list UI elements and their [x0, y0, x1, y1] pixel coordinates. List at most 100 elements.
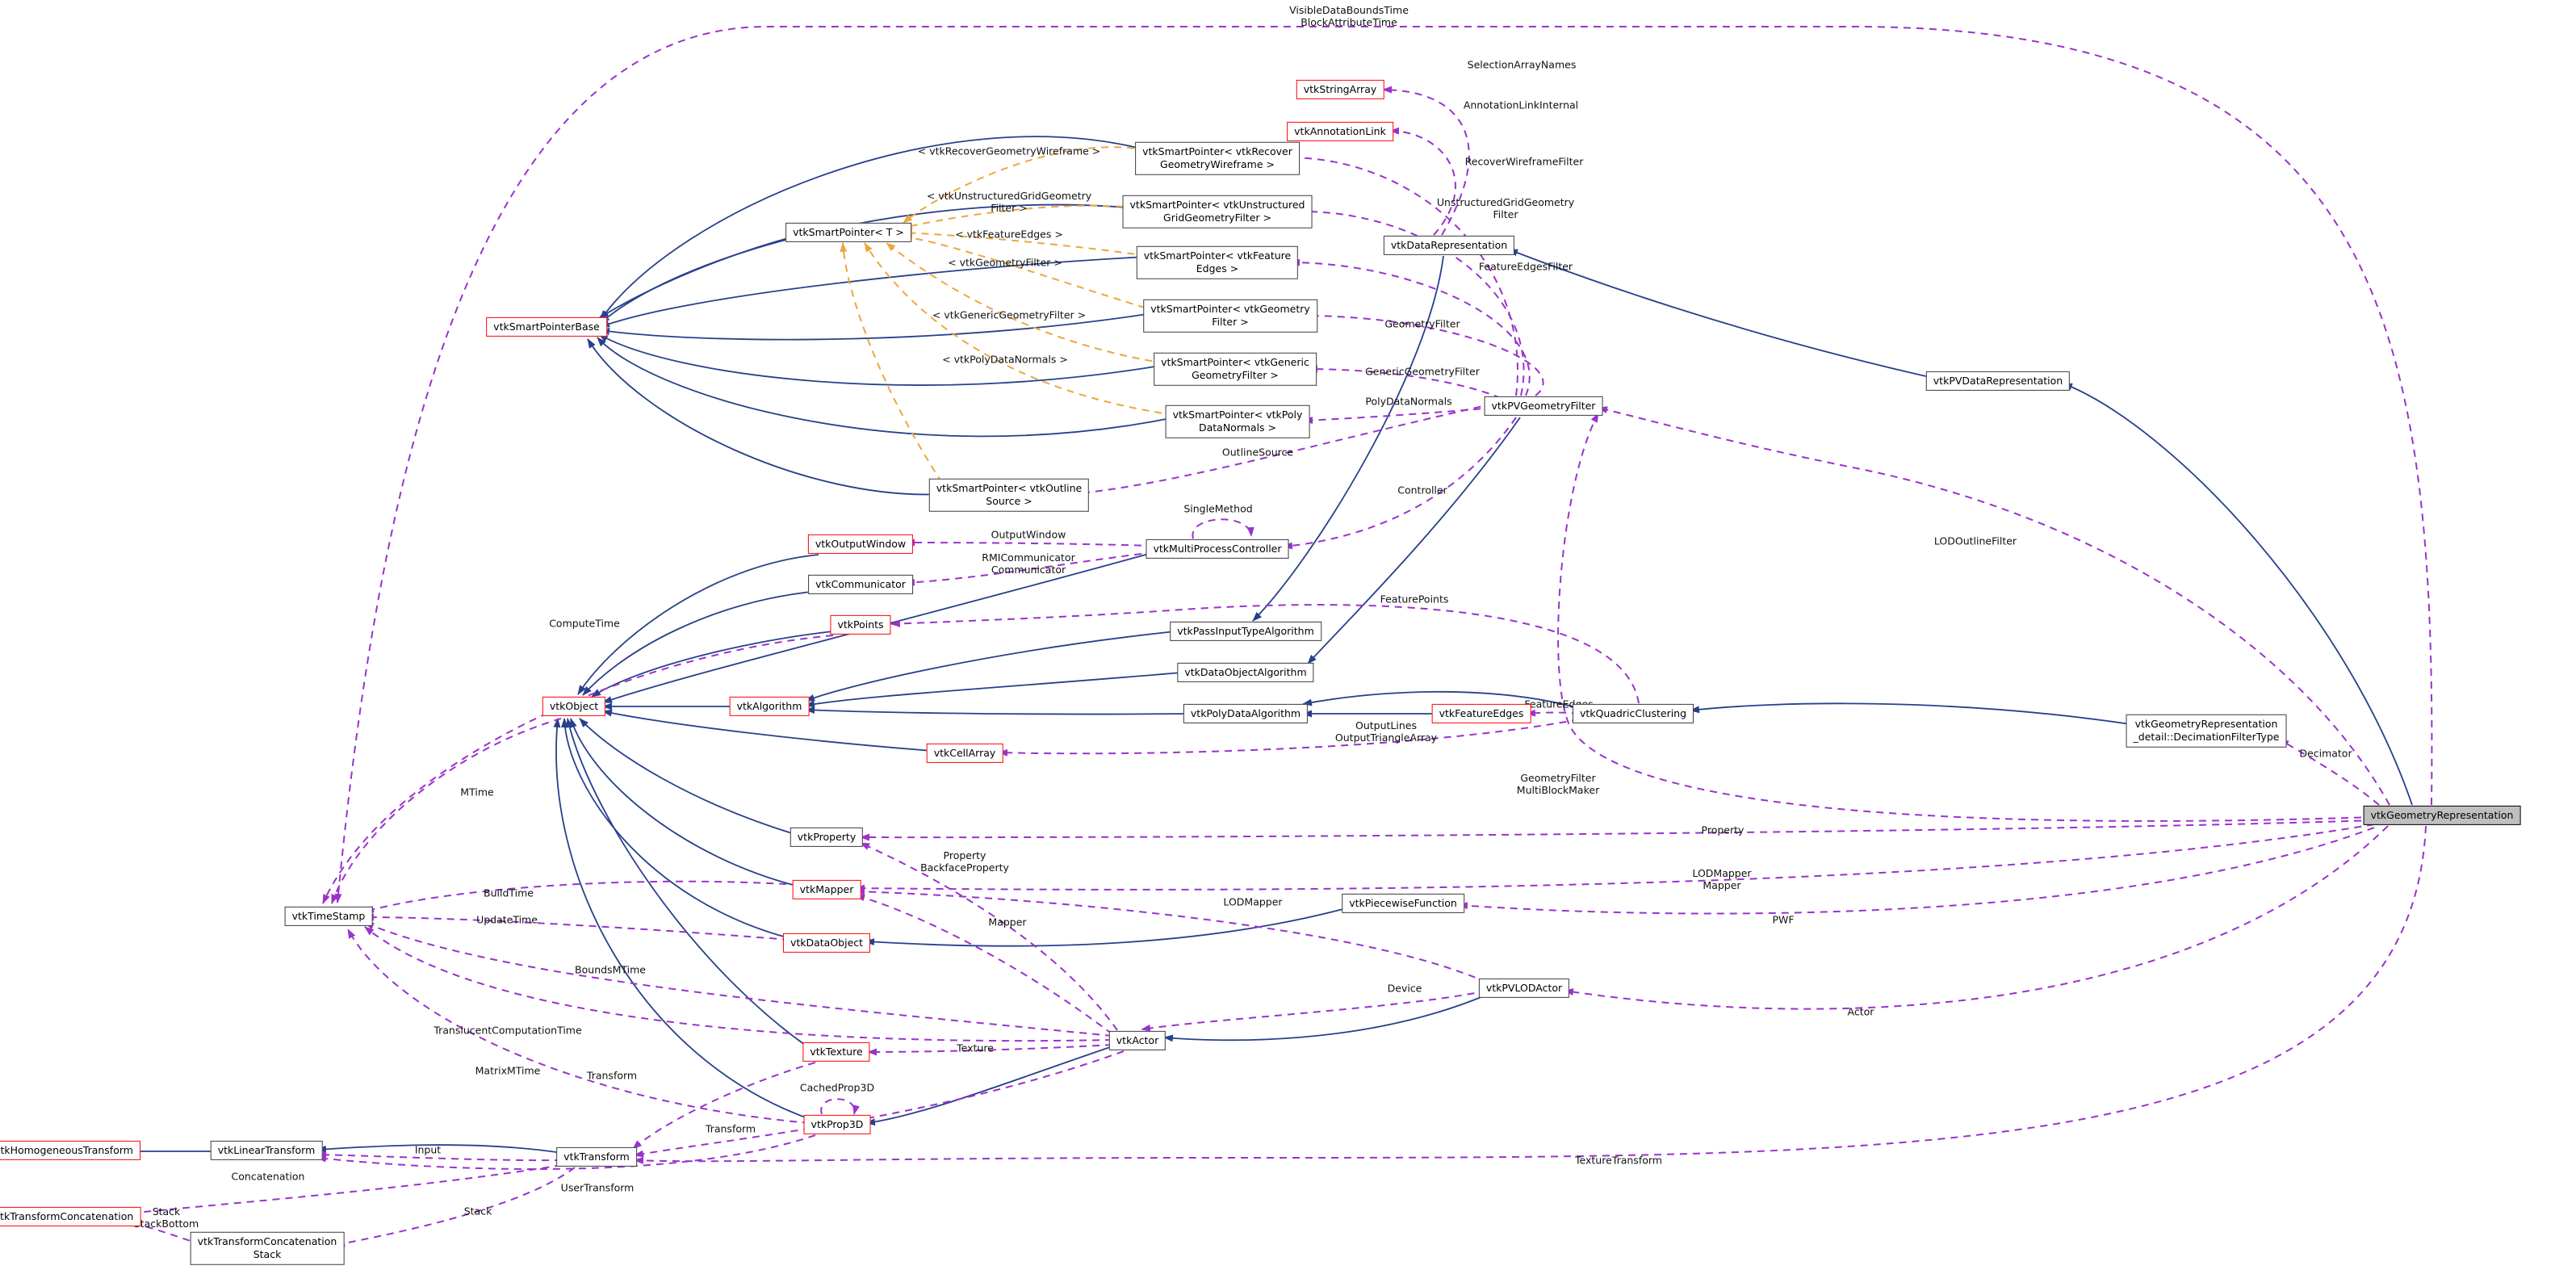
edge-label-transform-2: Transform: [705, 1122, 756, 1135]
class-node-pv-data-representation[interactable]: vtkPVDataRepresentation: [1925, 371, 2071, 392]
class-node-data-object-algorithm[interactable]: vtkDataObjectAlgorithm: [1177, 662, 1314, 683]
class-node-annotation-link[interactable]: vtkAnnotationLink: [1287, 121, 1393, 142]
class-node-transform-concatenation-stack[interactable]: vtkTransformConcatenation Stack: [190, 1231, 345, 1265]
class-node-sp-polydata-normals[interactable]: vtkSmartPointer< vtkPoly DataNormals >: [1165, 404, 1310, 438]
edge-geometry-representation-to-pv-data-representation: [2063, 383, 2413, 806]
class-node-property[interactable]: vtkProperty: [790, 827, 864, 848]
class-node-cell-array[interactable]: vtkCellArray: [926, 743, 1003, 764]
edge-pv-geometry-filter-to-sp-recover: [1290, 153, 1518, 396]
class-node-pv-lod-actor[interactable]: vtkPVLODActor: [1478, 978, 1570, 999]
class-node-output-window[interactable]: vtkOutputWindow: [807, 534, 914, 555]
edge-label-property-right: Property: [1701, 824, 1745, 836]
edge-texture-to-object: [566, 718, 809, 1048]
class-node-pv-geometry-filter[interactable]: vtkPVGeometryFilter: [1484, 396, 1603, 417]
class-node-homogeneous-transform[interactable]: vtkHomogeneousTransform: [0, 1140, 140, 1161]
edge-pv-geometry-filter-to-sp-outline: [1079, 403, 1494, 497]
edge-label-build-time: BuildTime: [484, 886, 534, 899]
edge-pv-lod-actor-to-mapper-lod: [855, 887, 1488, 983]
edge-geometry-representation-to-piecewise-function: [1458, 827, 2375, 915]
edge-label-stack-stack-bottom: Stack StackBottom: [133, 1205, 199, 1230]
edge-label-visible-data-bounds-time: VisibleDataBoundsTime BlockAttributeTime: [1289, 4, 1409, 28]
edge-sp-generic-to-base: [598, 333, 1166, 386]
edge-pv-lod-actor-to-actor-device: [1141, 990, 1488, 1032]
class-node-piecewise-function[interactable]: vtkPiecewiseFunction: [1342, 893, 1464, 914]
edge-sp-unstructured-template: [903, 204, 1137, 230]
class-node-pass-input-type-algorithm[interactable]: vtkPassInputTypeAlgorithm: [1170, 621, 1322, 642]
edge-label-output-window-label: OutputWindow: [991, 528, 1066, 541]
edge-pv-geometry-filter-to-data-object-algorithm: [1307, 417, 1521, 664]
class-node-sp-t[interactable]: vtkSmartPointer< T >: [785, 222, 911, 243]
edge-prop3d-to-linear-transform-user: [316, 1134, 816, 1170]
edge-decimation-to-quadric-clustering: [1690, 702, 2137, 726]
edge-label-actor-label: Actor: [1847, 1005, 1874, 1018]
class-node-prop3d[interactable]: vtkProp3D: [803, 1114, 871, 1135]
edge-label-geometry-filter-multiblock: GeometryFilter MultiBlockMaker: [1516, 772, 1600, 796]
edge-label-concatenation: Concatenation: [231, 1170, 305, 1183]
edge-label-mapper-label: Mapper: [988, 916, 1027, 928]
edge-label-geometry-filter: GeometryFilter: [1384, 317, 1460, 330]
edge-sp-outline-to-base: [587, 338, 943, 496]
class-node-time-stamp[interactable]: vtkTimeStamp: [284, 906, 373, 927]
edge-transform-to-linear-transform-input: [316, 1151, 563, 1162]
edge-geometry-representation-to-time-stamp: [334, 26, 2433, 903]
edge-label-texture-label: Texture: [957, 1042, 994, 1054]
edge-data-object-to-object: [561, 718, 790, 939]
edge-multi-process-controller-to-object: [602, 551, 1155, 703]
edge-quadric-clustering-to-polydata-algorithm: [1302, 690, 1580, 709]
edge-actor-to-prop3d: [865, 1046, 1113, 1126]
class-node-actor[interactable]: vtkActor: [1108, 1030, 1167, 1051]
edge-label-recover-wireframe-filter: RecoverWireframeFilter: [1464, 155, 1584, 168]
edge-label-device: Device: [1387, 982, 1422, 995]
class-node-smart-pointer-base[interactable]: vtkSmartPointerBase: [486, 316, 607, 337]
edge-polydata-algorithm-to-algorithm: [805, 706, 1192, 715]
edge-quadric-clustering-to-feature-edges: [1526, 709, 1580, 717]
class-node-sp-geometry-filter[interactable]: vtkSmartPointer< vtkGeometry Filter >: [1143, 299, 1317, 333]
edge-label-property-backface: Property BackfaceProperty: [920, 849, 1009, 874]
edge-cell-array-to-object: [602, 709, 933, 752]
edge-mapper-to-object: [570, 718, 800, 887]
edge-points-to-object: [591, 631, 834, 698]
edge-sp-polydata-normals-template: [864, 242, 1175, 416]
edge-label-transform-1: Transform: [586, 1069, 638, 1082]
class-node-transform[interactable]: vtkTransform: [556, 1146, 637, 1167]
class-node-feature-edges[interactable]: vtkFeatureEdges: [1431, 703, 1531, 724]
class-node-quadric-clustering[interactable]: vtkQuadricClustering: [1572, 703, 1694, 724]
class-node-communicator[interactable]: vtkCommunicator: [808, 574, 913, 595]
edge-label-tpl-recover: < vtkRecoverGeometryWireframe >: [917, 145, 1101, 157]
edge-actor-to-texture: [867, 1044, 1113, 1056]
edge-transform-to-stack: [335, 1167, 576, 1247]
edge-pv-geometry-filter-to-sp-feature-edges: [1290, 258, 1531, 396]
edge-sp-geometry-to-base: [600, 312, 1158, 341]
edge-data-object-to-time-stamp-update: [364, 913, 790, 941]
edge-quadric-clustering-to-cell-array: [998, 719, 1580, 757]
class-node-string-array[interactable]: vtkStringArray: [1296, 79, 1384, 100]
class-node-sp-generic-geometry-filter[interactable]: vtkSmartPointer< vtkGeneric GeometryFilt…: [1154, 352, 1317, 386]
class-node-geometry-representation[interactable]: vtkGeometryRepresentation: [2363, 805, 2521, 826]
edge-label-tpl-unstructured: < vtkUnstructuredGridGeometry Filter >: [926, 190, 1092, 214]
class-node-algorithm[interactable]: vtkAlgorithm: [729, 696, 810, 717]
edge-label-input: Input: [414, 1143, 442, 1156]
edge-actor-to-time-stamp-translucent: [364, 926, 1113, 1042]
class-node-points[interactable]: vtkPoints: [830, 614, 891, 635]
edge-data-representation-to-pass-input-type: [1252, 255, 1444, 622]
class-node-sp-recover-geometry-wireframe[interactable]: vtkSmartPointer< vtkRecover GeometryWire…: [1135, 141, 1300, 175]
class-node-object[interactable]: vtkObject: [542, 696, 606, 717]
class-node-transform-concatenation[interactable]: vtkTransformConcatenation: [0, 1206, 141, 1227]
edge-geometry-representation-to-property: [860, 819, 2375, 841]
class-node-data-object[interactable]: vtkDataObject: [782, 933, 871, 954]
class-node-texture[interactable]: vtkTexture: [802, 1042, 870, 1063]
class-node-decimation-filter-type[interactable]: vtkGeometryRepresentation _detail::Decim…: [2126, 714, 2287, 748]
class-node-sp-feature-edges[interactable]: vtkSmartPointer< vtkFeature Edges >: [1136, 245, 1299, 279]
class-node-mapper[interactable]: vtkMapper: [792, 879, 861, 900]
edge-pv-geometry-filter-to-sp-geometry: [1305, 312, 1544, 396]
edge-pv-geometry-filter-to-controller: [1283, 417, 1517, 550]
class-node-sp-unstructured-grid-geometry-filter[interactable]: vtkSmartPointer< vtkUnstructured GridGeo…: [1122, 195, 1313, 228]
class-node-linear-transform[interactable]: vtkLinearTransform: [210, 1140, 323, 1161]
class-node-multi-process-controller[interactable]: vtkMultiProcessController: [1146, 539, 1289, 560]
edge-actor-to-time-stamp-bounds: [364, 922, 1113, 1037]
edge-label-user-transform: UserTransform: [560, 1181, 635, 1194]
edge-geometry-representation-to-transform-texture-transform: [634, 825, 2427, 1164]
class-node-polydata-algorithm[interactable]: vtkPolyDataAlgorithm: [1183, 703, 1309, 724]
class-node-data-representation[interactable]: vtkDataRepresentation: [1383, 235, 1515, 256]
class-node-sp-outline-source[interactable]: vtkSmartPointer< vtkOutline Source >: [928, 478, 1090, 512]
